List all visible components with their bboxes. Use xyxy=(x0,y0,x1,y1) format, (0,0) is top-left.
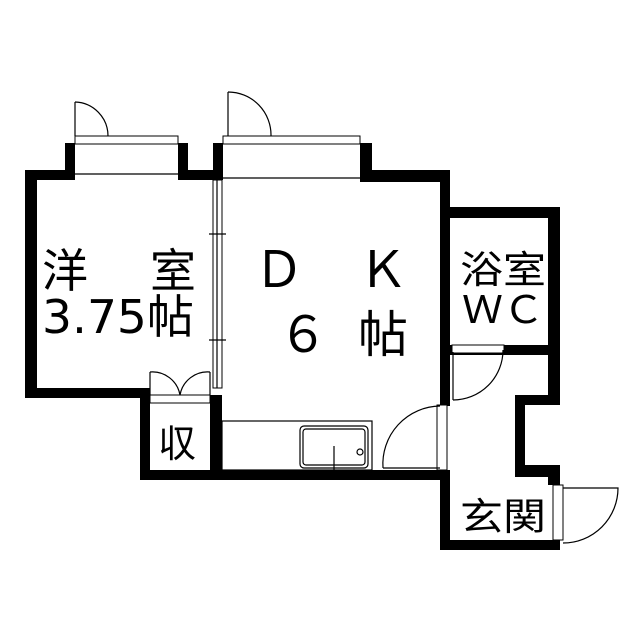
dk-size-unit: 帖 xyxy=(358,306,408,364)
dk-label-k: Ｋ xyxy=(358,241,408,299)
door-balcony-dk[interactable] xyxy=(227,91,272,137)
door-dk-corridor[interactable] xyxy=(382,404,448,471)
window-dk xyxy=(222,135,361,179)
wc-label: ＷＣ xyxy=(462,288,544,332)
kitchen-counter xyxy=(221,420,373,471)
closet-label: 収 xyxy=(158,422,196,466)
door-closet[interactable] xyxy=(149,371,211,404)
dk-label-d: Ｄ xyxy=(254,241,304,299)
western-room-size: 3.75帖 xyxy=(42,290,194,344)
western-room-label-2: 室 xyxy=(150,244,196,298)
western-room-label-1: 洋 xyxy=(42,244,88,298)
bath-label: 浴室 xyxy=(460,248,546,292)
sliding-door-partition[interactable] xyxy=(209,179,226,389)
walls xyxy=(25,143,560,550)
door-balcony-western[interactable] xyxy=(74,101,109,137)
door-bath[interactable] xyxy=(451,344,505,401)
dk-size-number: ６ xyxy=(278,306,328,364)
window-western xyxy=(74,135,179,175)
door-entrance[interactable] xyxy=(552,484,619,544)
entrance-label: 玄関 xyxy=(460,495,546,539)
